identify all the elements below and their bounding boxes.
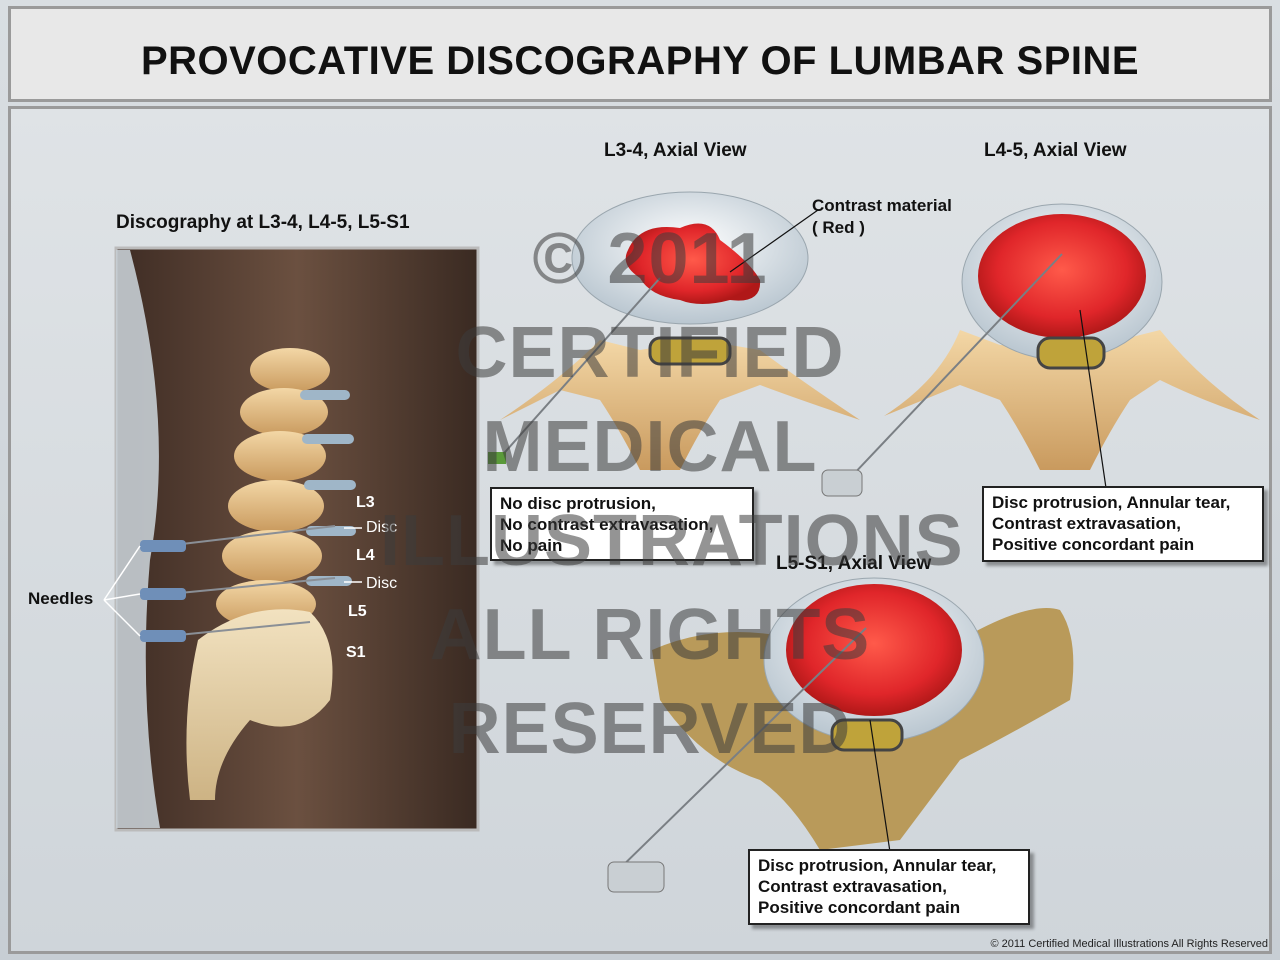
copyright-footer: © 2011 Certified Medical Illustrations A…	[990, 938, 1268, 950]
axial-view-l3-4	[488, 191, 860, 470]
level-l3: L3	[356, 494, 375, 511]
page-title: PROVOCATIVE DISCOGRAPHY OF LUMBAR SPINE	[140, 39, 1140, 83]
watermark-line-2: CERTIFIED	[455, 313, 845, 393]
level-l5: L5	[348, 603, 367, 620]
view-heading-l5-s1: L5-S1, Axial View	[776, 553, 932, 574]
level-l4: L4	[356, 547, 375, 564]
disc-label-lower: Disc	[366, 575, 398, 592]
title-bar: PROVOCATIVE DISCOGRAPHY OF LUMBAR SPINE	[8, 6, 1272, 102]
view-heading-l4-5: L4-5, Axial View	[984, 140, 1127, 161]
copyright-watermark: © 2011 CERTIFIED MEDICAL ILLUSTRATIONS A…	[380, 212, 964, 776]
needles-label: Needles	[28, 589, 94, 608]
watermark-line-3: MEDICAL	[482, 407, 818, 487]
axial-view-l4-5	[821, 203, 1260, 497]
callout-l3-4-line-3: No pain	[500, 536, 563, 555]
watermark-line-4: ILLUSTRATIONS	[380, 501, 964, 581]
callout-l4-5-line-2: Contrast extravasation,	[992, 514, 1181, 533]
view-heading-l3-4: L3-4, Axial View	[604, 140, 747, 161]
callout-l5-s1-line-3: Positive concordant pain	[758, 898, 961, 917]
watermark-line-1: © 2011	[532, 219, 768, 299]
callout-l4-5-line-1: Disc protrusion, Annular tear,	[992, 493, 1231, 512]
watermark-line-6: RESERVED	[448, 689, 852, 769]
disc-label-upper: Disc	[366, 519, 398, 536]
needles	[103, 525, 336, 642]
callout-l4-5: Disc protrusion, Annular tear, Contrast …	[982, 486, 1264, 562]
lateral-spine-view	[103, 246, 480, 832]
callout-l3-4: No disc protrusion, No contrast extravas…	[490, 487, 754, 561]
contrast-label: Contrast material	[812, 196, 952, 215]
callout-l5-s1-line-2: Contrast extravasation,	[758, 877, 947, 896]
level-s1: S1	[346, 644, 366, 661]
callout-l5-s1-line-1: Disc protrusion, Annular tear,	[758, 856, 997, 875]
callout-l4-5-line-3: Positive concordant pain	[992, 535, 1195, 554]
callout-l3-4-line-1: No disc protrusion,	[500, 494, 656, 513]
vertebral-column	[186, 348, 356, 800]
contrast-label-sub: ( Red )	[812, 218, 865, 237]
watermark-line-5: ALL RIGHTS	[429, 595, 871, 675]
left-heading: Discography at L3-4, L4-5, L5-S1	[116, 212, 410, 233]
axial-view-l5-s1	[607, 577, 1074, 893]
callout-l5-s1: Disc protrusion, Annular tear, Contrast …	[748, 849, 1030, 925]
callout-l3-4-line-2: No contrast extravasation,	[500, 515, 714, 534]
